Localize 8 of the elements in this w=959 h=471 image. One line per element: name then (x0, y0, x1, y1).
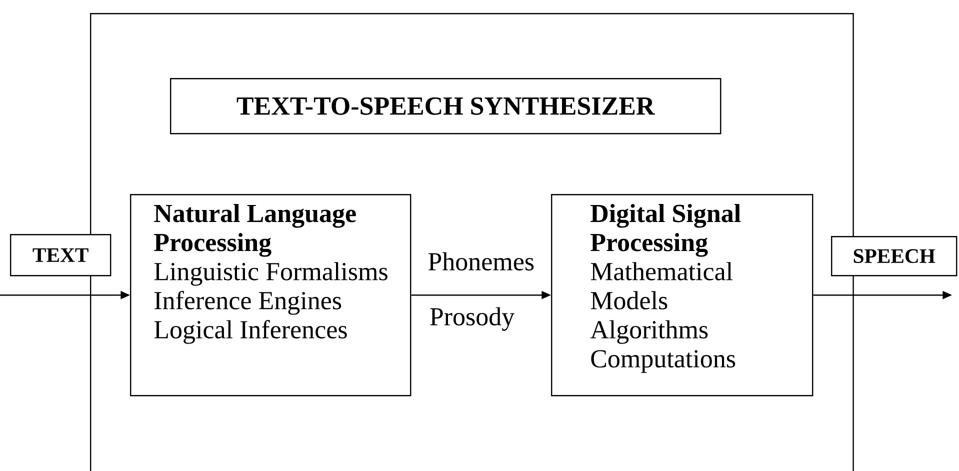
title-box: TEXT-TO-SPEECH SYNTHESIZER (170, 78, 722, 134)
edge-label: Phonemes (426, 250, 536, 272)
output-label-box: SPEECH (831, 236, 958, 276)
input-label-box: TEXT (10, 234, 112, 276)
process-box: Natural Language Processing Linguistic Formalisms Inference Engines Logical Inferences (130, 194, 412, 396)
synthesizer-frame (90, 13, 854, 471)
process-box: Digital Signal Processing Mathematical Models Algorithms Computations (551, 194, 814, 396)
signal-label: Prosody (428, 306, 516, 332)
